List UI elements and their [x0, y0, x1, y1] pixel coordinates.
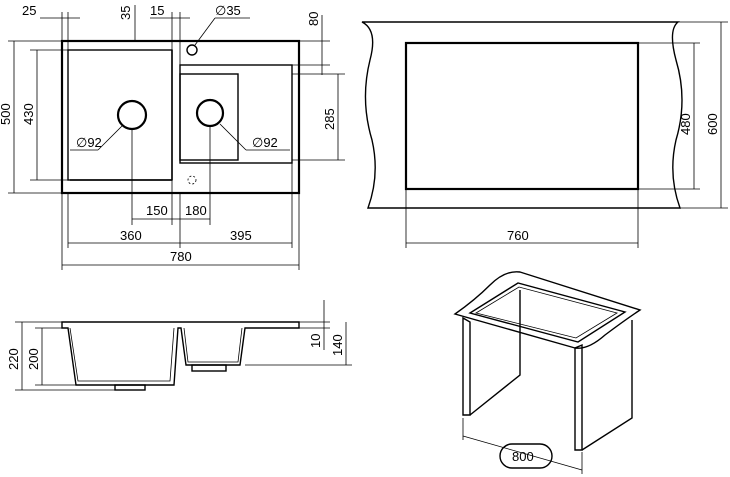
dim-left-drain: ∅92 — [76, 135, 102, 150]
dim-500: 500 — [0, 103, 13, 125]
dim-430: 430 — [21, 103, 36, 125]
dim-35: 35 — [118, 6, 133, 20]
faucet-hole — [186, 44, 198, 56]
dim-25: 25 — [22, 3, 36, 18]
left-front-panel — [462, 316, 471, 416]
dim-800: 800 — [512, 449, 534, 464]
sink-outline — [60, 39, 301, 195]
dim-15: 15 — [150, 3, 164, 18]
dim-480: 480 — [678, 113, 693, 135]
side-profile — [61, 321, 300, 386]
right-front-panel — [574, 343, 583, 451]
cutout-view: 480 600 760 — [361, 21, 728, 248]
dim-hole-35: ∅35 — [215, 3, 241, 18]
cutout-rect — [404, 41, 640, 191]
dim-140: 140 — [330, 334, 345, 356]
overflow-hole — [187, 175, 197, 185]
dim-600: 600 — [705, 113, 720, 135]
right-drain — [195, 98, 225, 128]
cabinet-top — [453, 271, 642, 349]
left-drain-stub — [114, 384, 146, 391]
left-bowl — [67, 49, 173, 181]
dim-395: 395 — [230, 228, 252, 243]
dim-80: 80 — [306, 12, 321, 26]
cabinet-view: 800 — [453, 271, 642, 474]
side-view: 220 200 10 140 — [6, 300, 352, 391]
dim-right-drain: ∅92 — [252, 135, 278, 150]
dim-800-badge — [499, 443, 553, 469]
top-view: 25 35 15 ∅35 80 500 430 285 — [0, 3, 345, 270]
dim-285: 285 — [322, 108, 337, 130]
right-drain-stub — [191, 364, 227, 372]
right-bowl — [179, 73, 239, 161]
dim-150: 150 — [146, 203, 168, 218]
dim-780: 780 — [170, 249, 192, 264]
dim-360: 360 — [120, 228, 142, 243]
left-drain — [116, 99, 148, 131]
dim-10: 10 — [308, 334, 323, 348]
dim-760: 760 — [507, 228, 529, 243]
dim-180: 180 — [185, 203, 207, 218]
dim-200: 200 — [26, 348, 41, 370]
dim-220: 220 — [6, 348, 21, 370]
countertop-outline — [361, 21, 683, 209]
